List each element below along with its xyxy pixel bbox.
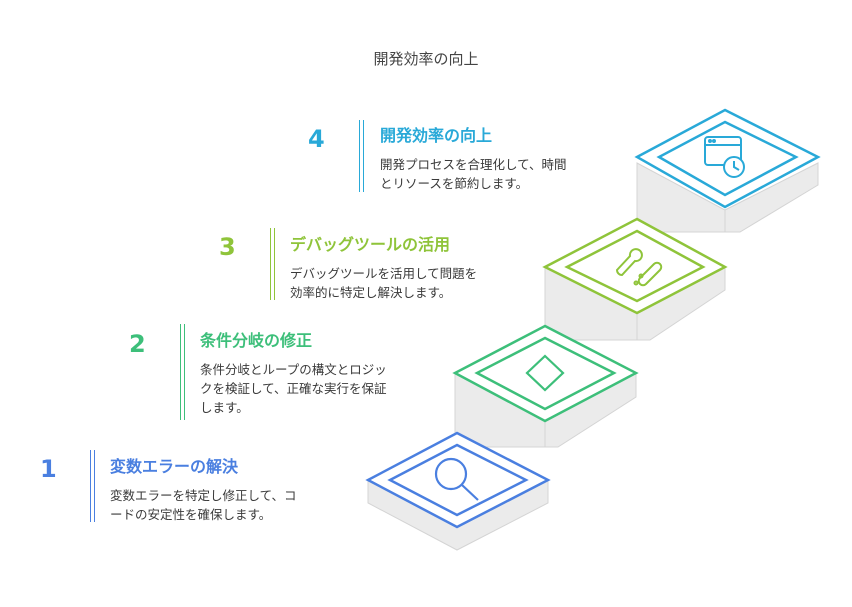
step-4-platform bbox=[634, 108, 821, 209]
step-2-bar bbox=[180, 324, 185, 420]
step-2-platform bbox=[452, 324, 639, 423]
step-4-title: 開発効率の向上 bbox=[380, 126, 493, 145]
step-3-description: デバッグツールを活用して問題を 効率的に特定し解決します。 bbox=[290, 266, 478, 300]
step-1-number: 1 bbox=[40, 455, 57, 483]
step-4-description: 開発プロセスを合理化して、時間 とリソースを節約します。 bbox=[380, 157, 567, 191]
step-1-title: 変数エラーの解決 bbox=[110, 457, 239, 476]
browser-clock-icon bbox=[704, 136, 745, 178]
step-3-title: デバッグツールの活用 bbox=[290, 235, 451, 254]
step-4-bar bbox=[359, 120, 364, 192]
step-3-platform bbox=[542, 217, 728, 315]
step-2-title: 条件分岐の修正 bbox=[200, 331, 313, 350]
magnifier-icon bbox=[434, 457, 479, 501]
step-2-number: 2 bbox=[129, 330, 146, 358]
step-1-platform bbox=[365, 431, 551, 529]
step-3-number: 3 bbox=[219, 233, 236, 261]
step-1-bar bbox=[90, 450, 95, 522]
tools-icon bbox=[615, 248, 663, 287]
step-2-description: 条件分岐とループの構文とロジッ クを検証して、正確な実行を保証 します。 bbox=[200, 362, 387, 415]
diamond-icon bbox=[525, 354, 565, 392]
step-4-number: 4 bbox=[308, 125, 325, 153]
diagram-title: 開発効率の向上 bbox=[373, 50, 479, 68]
step-1-description: 変数エラーを特定し修正して、コ ードの安定性を確保します。 bbox=[110, 488, 297, 522]
step-3-bar bbox=[270, 228, 275, 300]
